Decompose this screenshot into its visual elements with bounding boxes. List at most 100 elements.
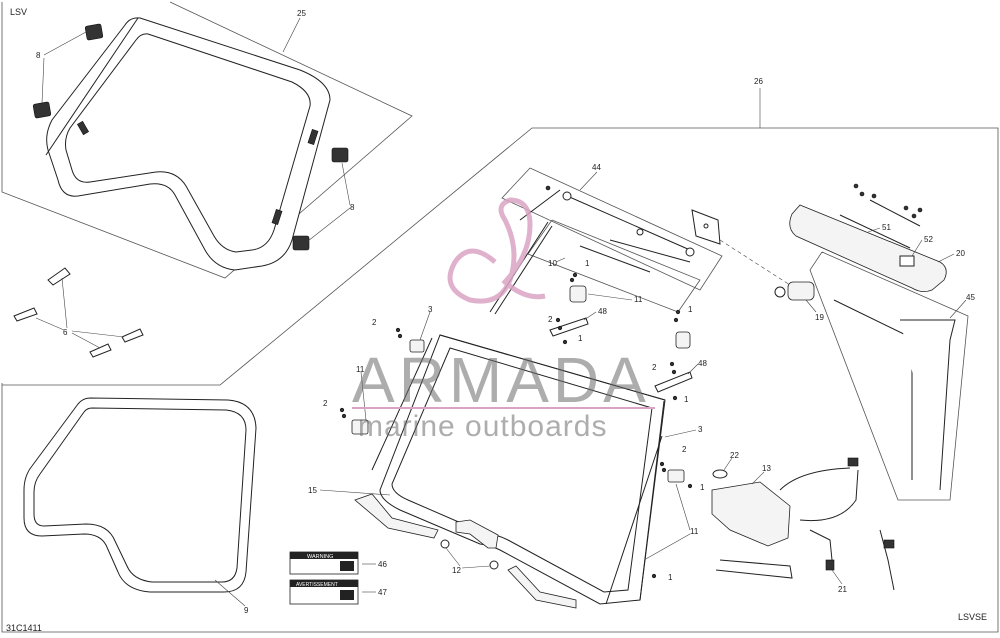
leader-11c-2 <box>643 533 691 561</box>
trim-strip-3a <box>371 337 433 471</box>
leader-21 <box>831 569 843 585</box>
callout-51: 51 <box>882 223 891 232</box>
callout-15: 15 <box>308 486 317 495</box>
lsv-panel-frame <box>1 1 413 279</box>
leader-51 <box>867 227 881 233</box>
diagram-code: 31C1411 <box>6 623 42 633</box>
leader-12-2 <box>461 565 491 569</box>
callout-2d: 2 <box>323 399 328 408</box>
leader-6-3 <box>71 332 101 349</box>
avertissement-text: AVERTISSEMENT <box>296 582 338 588</box>
callout-1a: 1 <box>585 259 590 268</box>
wiper-arm-10 <box>579 239 691 273</box>
callout-1b: 1 <box>578 334 583 343</box>
wiper-linkage <box>519 185 695 257</box>
leader-8a-1 <box>43 31 87 56</box>
leader-3b <box>664 429 697 438</box>
callout-10: 10 <box>548 259 557 268</box>
lsv-panel-label: LSV <box>10 7 27 17</box>
callout-20: 20 <box>956 249 965 258</box>
leader-8b-1 <box>341 162 351 206</box>
wiper-blade <box>489 221 553 315</box>
armada-logo-mark <box>447 197 546 304</box>
washer-hose <box>779 457 895 591</box>
callout-8b: 8 <box>350 203 355 212</box>
leader-8a-2 <box>41 57 45 104</box>
bracket-48b <box>654 371 693 393</box>
callout-6: 6 <box>63 328 68 337</box>
callout-48a: 48 <box>598 307 607 316</box>
leader-25 <box>282 17 301 53</box>
callout-8a: 8 <box>36 51 41 60</box>
callout-2b: 2 <box>652 363 657 372</box>
leader-48a <box>583 311 597 321</box>
callout-44: 44 <box>592 163 601 172</box>
callout-2e: 2 <box>682 445 687 454</box>
light-bar-screws <box>853 183 923 227</box>
callout-1f: 1 <box>668 573 673 582</box>
trim-strip-3b <box>605 435 663 605</box>
warning-text: WARNING <box>307 554 333 560</box>
callout-19: 19 <box>815 313 824 322</box>
callout-47: 47 <box>378 588 387 597</box>
callout-12: 12 <box>452 566 461 575</box>
callout-11a: 11 <box>634 295 643 304</box>
callout-1c: 1 <box>688 305 693 314</box>
leader-15 <box>319 489 391 496</box>
leader-6-1 <box>61 277 68 329</box>
watermark-tagline: marine outboards <box>358 410 607 443</box>
clip-8-group <box>32 23 349 251</box>
leader-19 <box>805 299 817 313</box>
washer-reservoir-13 <box>711 481 793 579</box>
light-bar-20 <box>789 204 947 292</box>
leader-13 <box>751 471 765 485</box>
leader-6-2 <box>35 317 65 331</box>
leader-11a <box>587 293 633 301</box>
dashed-link-motor <box>719 239 791 286</box>
callout-1d: 1 <box>684 395 689 404</box>
pad-6-group <box>13 267 144 358</box>
harness-45 <box>833 299 956 491</box>
lower-gaskets-12 <box>354 493 577 609</box>
callout-3b: 3 <box>698 425 703 434</box>
armada-watermark: ARMADA marine outboards <box>352 197 655 443</box>
callout-11b: 11 <box>356 365 365 374</box>
leader-44 <box>579 171 598 191</box>
leader-20 <box>937 253 955 263</box>
leader-48b <box>687 363 699 375</box>
wiper-kit-box-44 <box>501 167 723 291</box>
callout-2c: 2 <box>372 318 377 327</box>
seal-frame-9 <box>23 397 257 593</box>
callout-26: 26 <box>754 77 763 86</box>
callout-52: 52 <box>924 235 933 244</box>
windshield-lsv <box>45 17 331 271</box>
reservoir-cap-22 <box>712 469 728 479</box>
bracket-48a <box>549 317 589 337</box>
callout-21: 21 <box>838 585 847 594</box>
callout-3a: 3 <box>428 305 433 314</box>
leader-45 <box>949 299 967 319</box>
callout-25: 25 <box>297 9 306 18</box>
leader-52 <box>911 239 923 257</box>
wiper-motor-19 <box>774 281 815 301</box>
callout-11c: 11 <box>690 527 699 536</box>
warning-decal-47: AVERTISSEMENT <box>289 579 359 605</box>
leader-6-4 <box>71 330 125 338</box>
callout-22: 22 <box>730 451 739 460</box>
callout-1e: 1 <box>700 483 705 492</box>
warning-decal-46: WARNING <box>289 551 359 575</box>
callout-48b: 48 <box>698 359 707 368</box>
lsvse-panel-label: LSVSE <box>958 612 987 622</box>
harness-box-45 <box>809 251 969 501</box>
callout-45: 45 <box>966 293 975 302</box>
callout-13: 13 <box>762 464 771 473</box>
leader-12-1 <box>445 547 461 567</box>
lsvse-panel-frame <box>1 127 999 633</box>
callout-46: 46 <box>378 560 387 569</box>
leader-3a <box>419 311 431 341</box>
leader-11c-1 <box>675 483 691 531</box>
callout-2a: 2 <box>548 315 553 324</box>
callout-9: 9 <box>244 606 249 615</box>
